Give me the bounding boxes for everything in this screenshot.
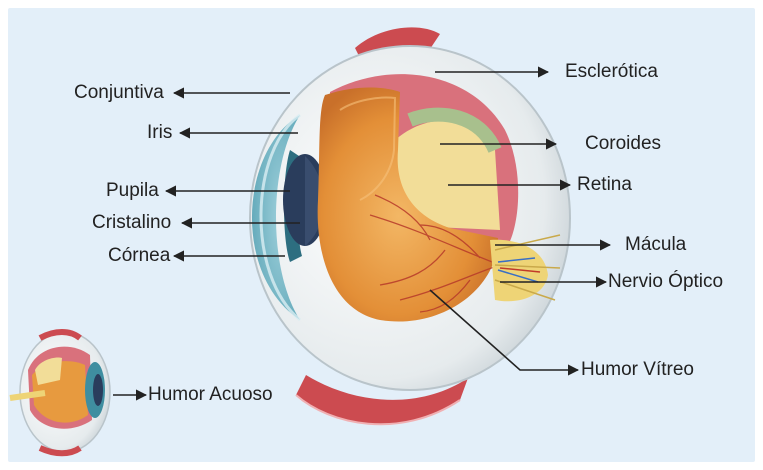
label-iris: Iris xyxy=(147,122,172,144)
label-retina: Retina xyxy=(577,174,632,196)
label-esclerotica: Esclerótica xyxy=(565,61,658,83)
label-humor-vitreo: Humor Vítreo xyxy=(581,359,694,381)
label-cristalino: Cristalino xyxy=(92,212,171,234)
label-cornea: Córnea xyxy=(108,245,170,267)
label-humor-acuoso: Humor Acuoso xyxy=(148,384,273,406)
label-coroides: Coroides xyxy=(585,133,661,155)
label-conjuntiva: Conjuntiva xyxy=(74,82,164,104)
inset-eye xyxy=(10,332,110,453)
label-pupila: Pupila xyxy=(106,180,159,202)
label-nervio-optico: Nervio Óptico xyxy=(608,271,723,293)
label-macula: Mácula xyxy=(625,234,686,256)
